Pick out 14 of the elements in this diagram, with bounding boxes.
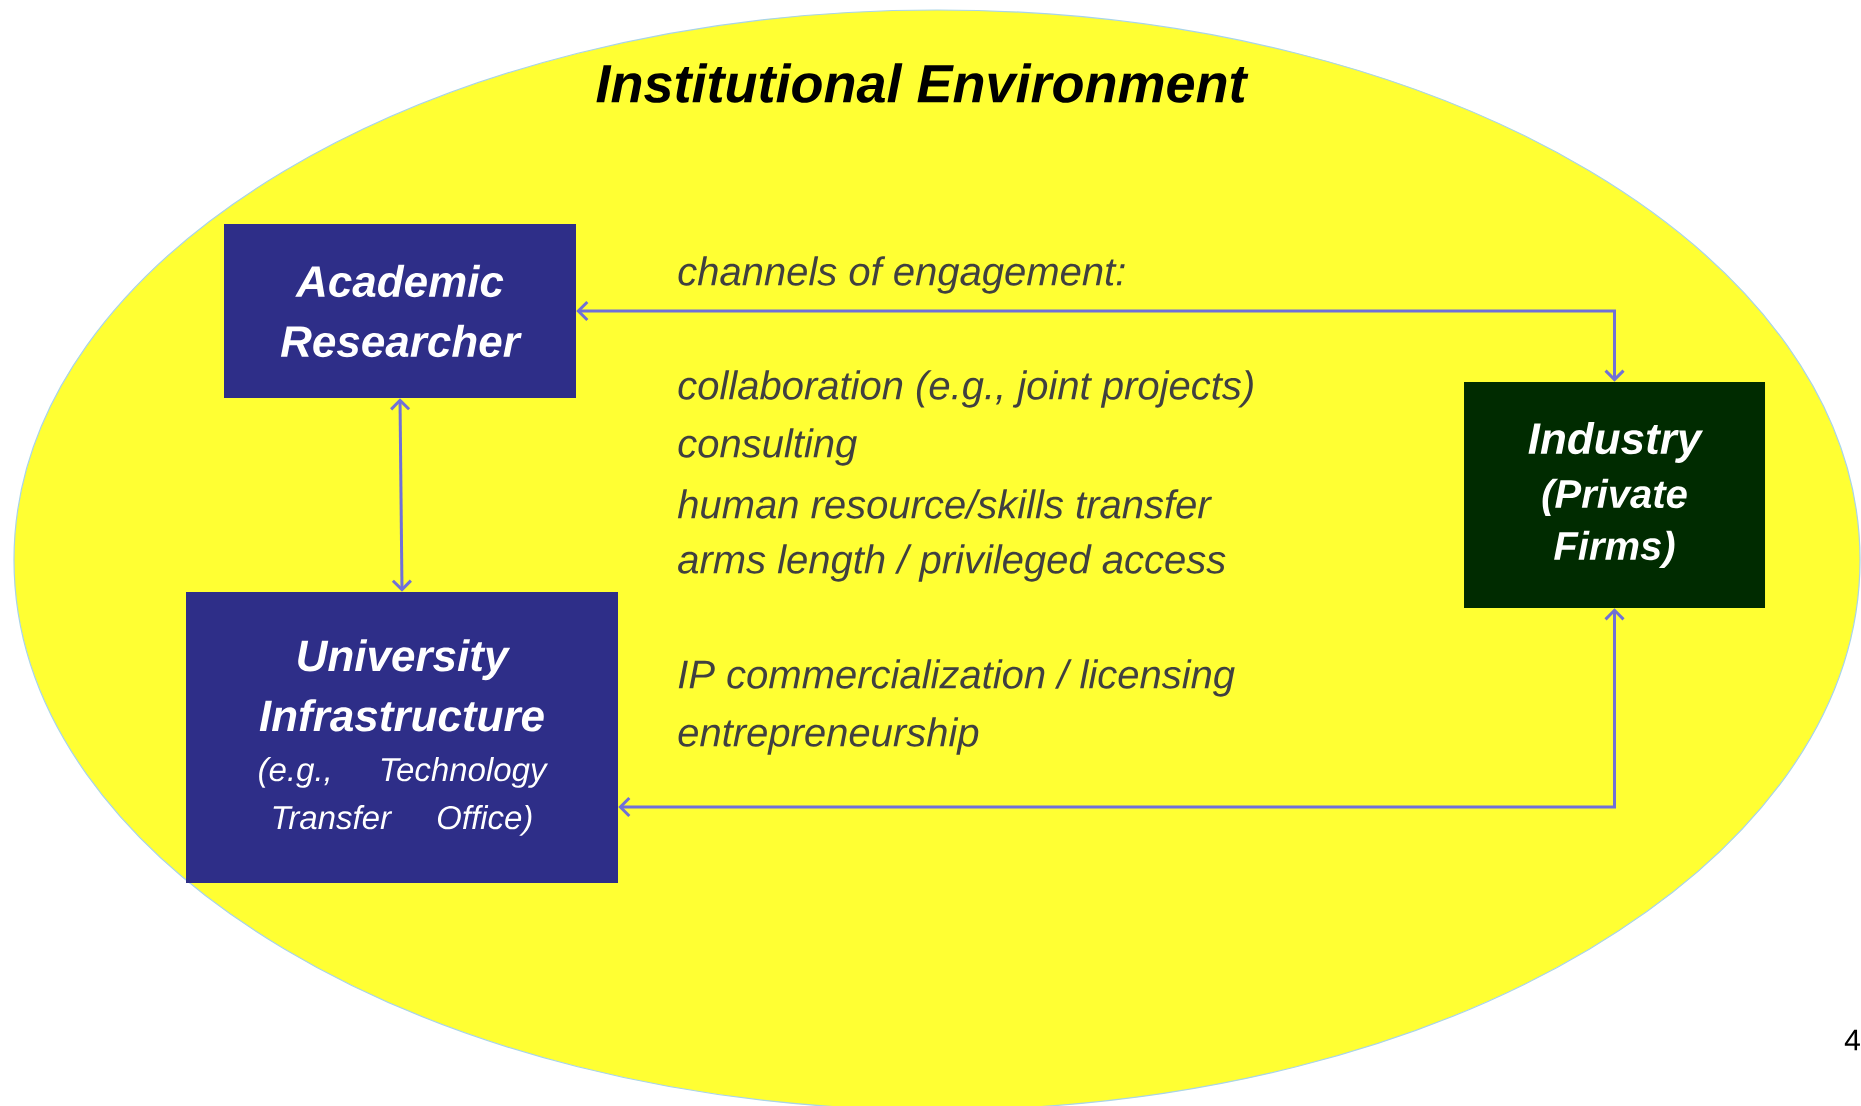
channel-text: human resource/skills transfer [677,489,1212,519]
arrow [390,398,412,592]
channel-text: arms length / privileged access [678,544,1226,582]
channel-text: entrepreneurship [678,717,979,755]
channel-text: channels of engagement: [678,256,1125,294]
channel-text: collaboration (e.g., joint projects) [678,370,1253,408]
arrow [576,300,1625,382]
arrow [618,608,1625,818]
channel-text: consulting [678,428,857,466]
channel-text: IP commercialization / licensing [678,659,1235,697]
page-number: 4 [1844,1029,1860,1051]
industry-box: Industry (Private Firms) [1464,382,1765,608]
actor-box: University Infrastructure (e.g., Technology Transfer Office) [186,592,618,883]
actor-box: Academic Researcher [224,224,576,398]
